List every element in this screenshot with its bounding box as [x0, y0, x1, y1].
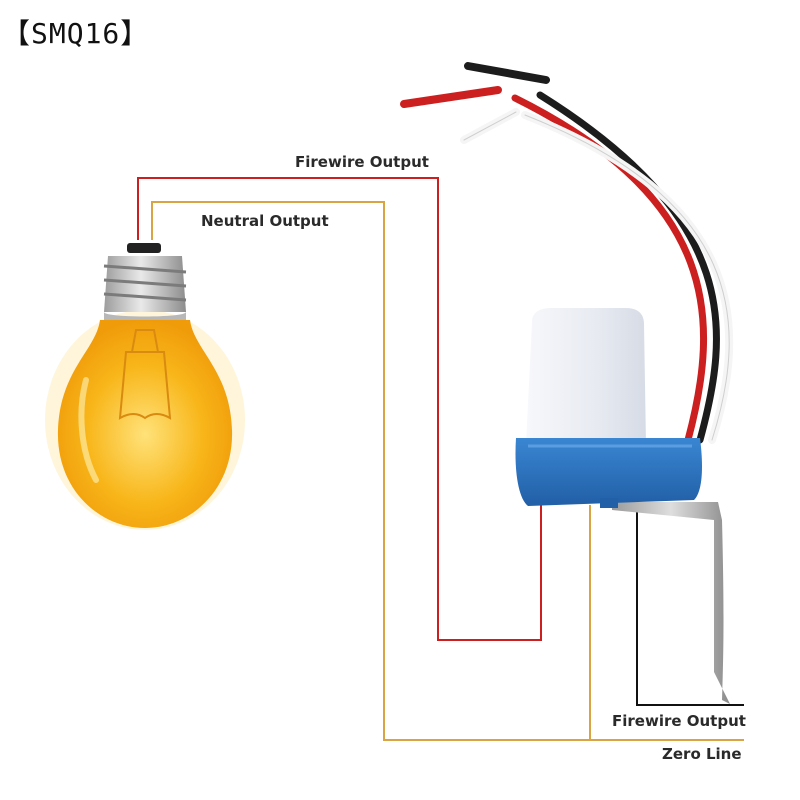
firewire-output-label-bottom: Firewire Output [612, 712, 746, 730]
firewire-output-return-wire [636, 508, 744, 706]
firewire-output-label-top: Firewire Output [295, 153, 429, 171]
firewire-output-wire [137, 177, 542, 641]
brand-label: 【SMQ16】 [2, 17, 150, 50]
zero-line-label: Zero Line [662, 745, 742, 763]
sensor-leads [400, 62, 734, 444]
neutral-output-wire [151, 201, 744, 741]
photocell-sensor-icon [515, 308, 730, 704]
light-bulb-icon [45, 243, 245, 530]
neutral-output-label: Neutral Output [201, 212, 329, 230]
